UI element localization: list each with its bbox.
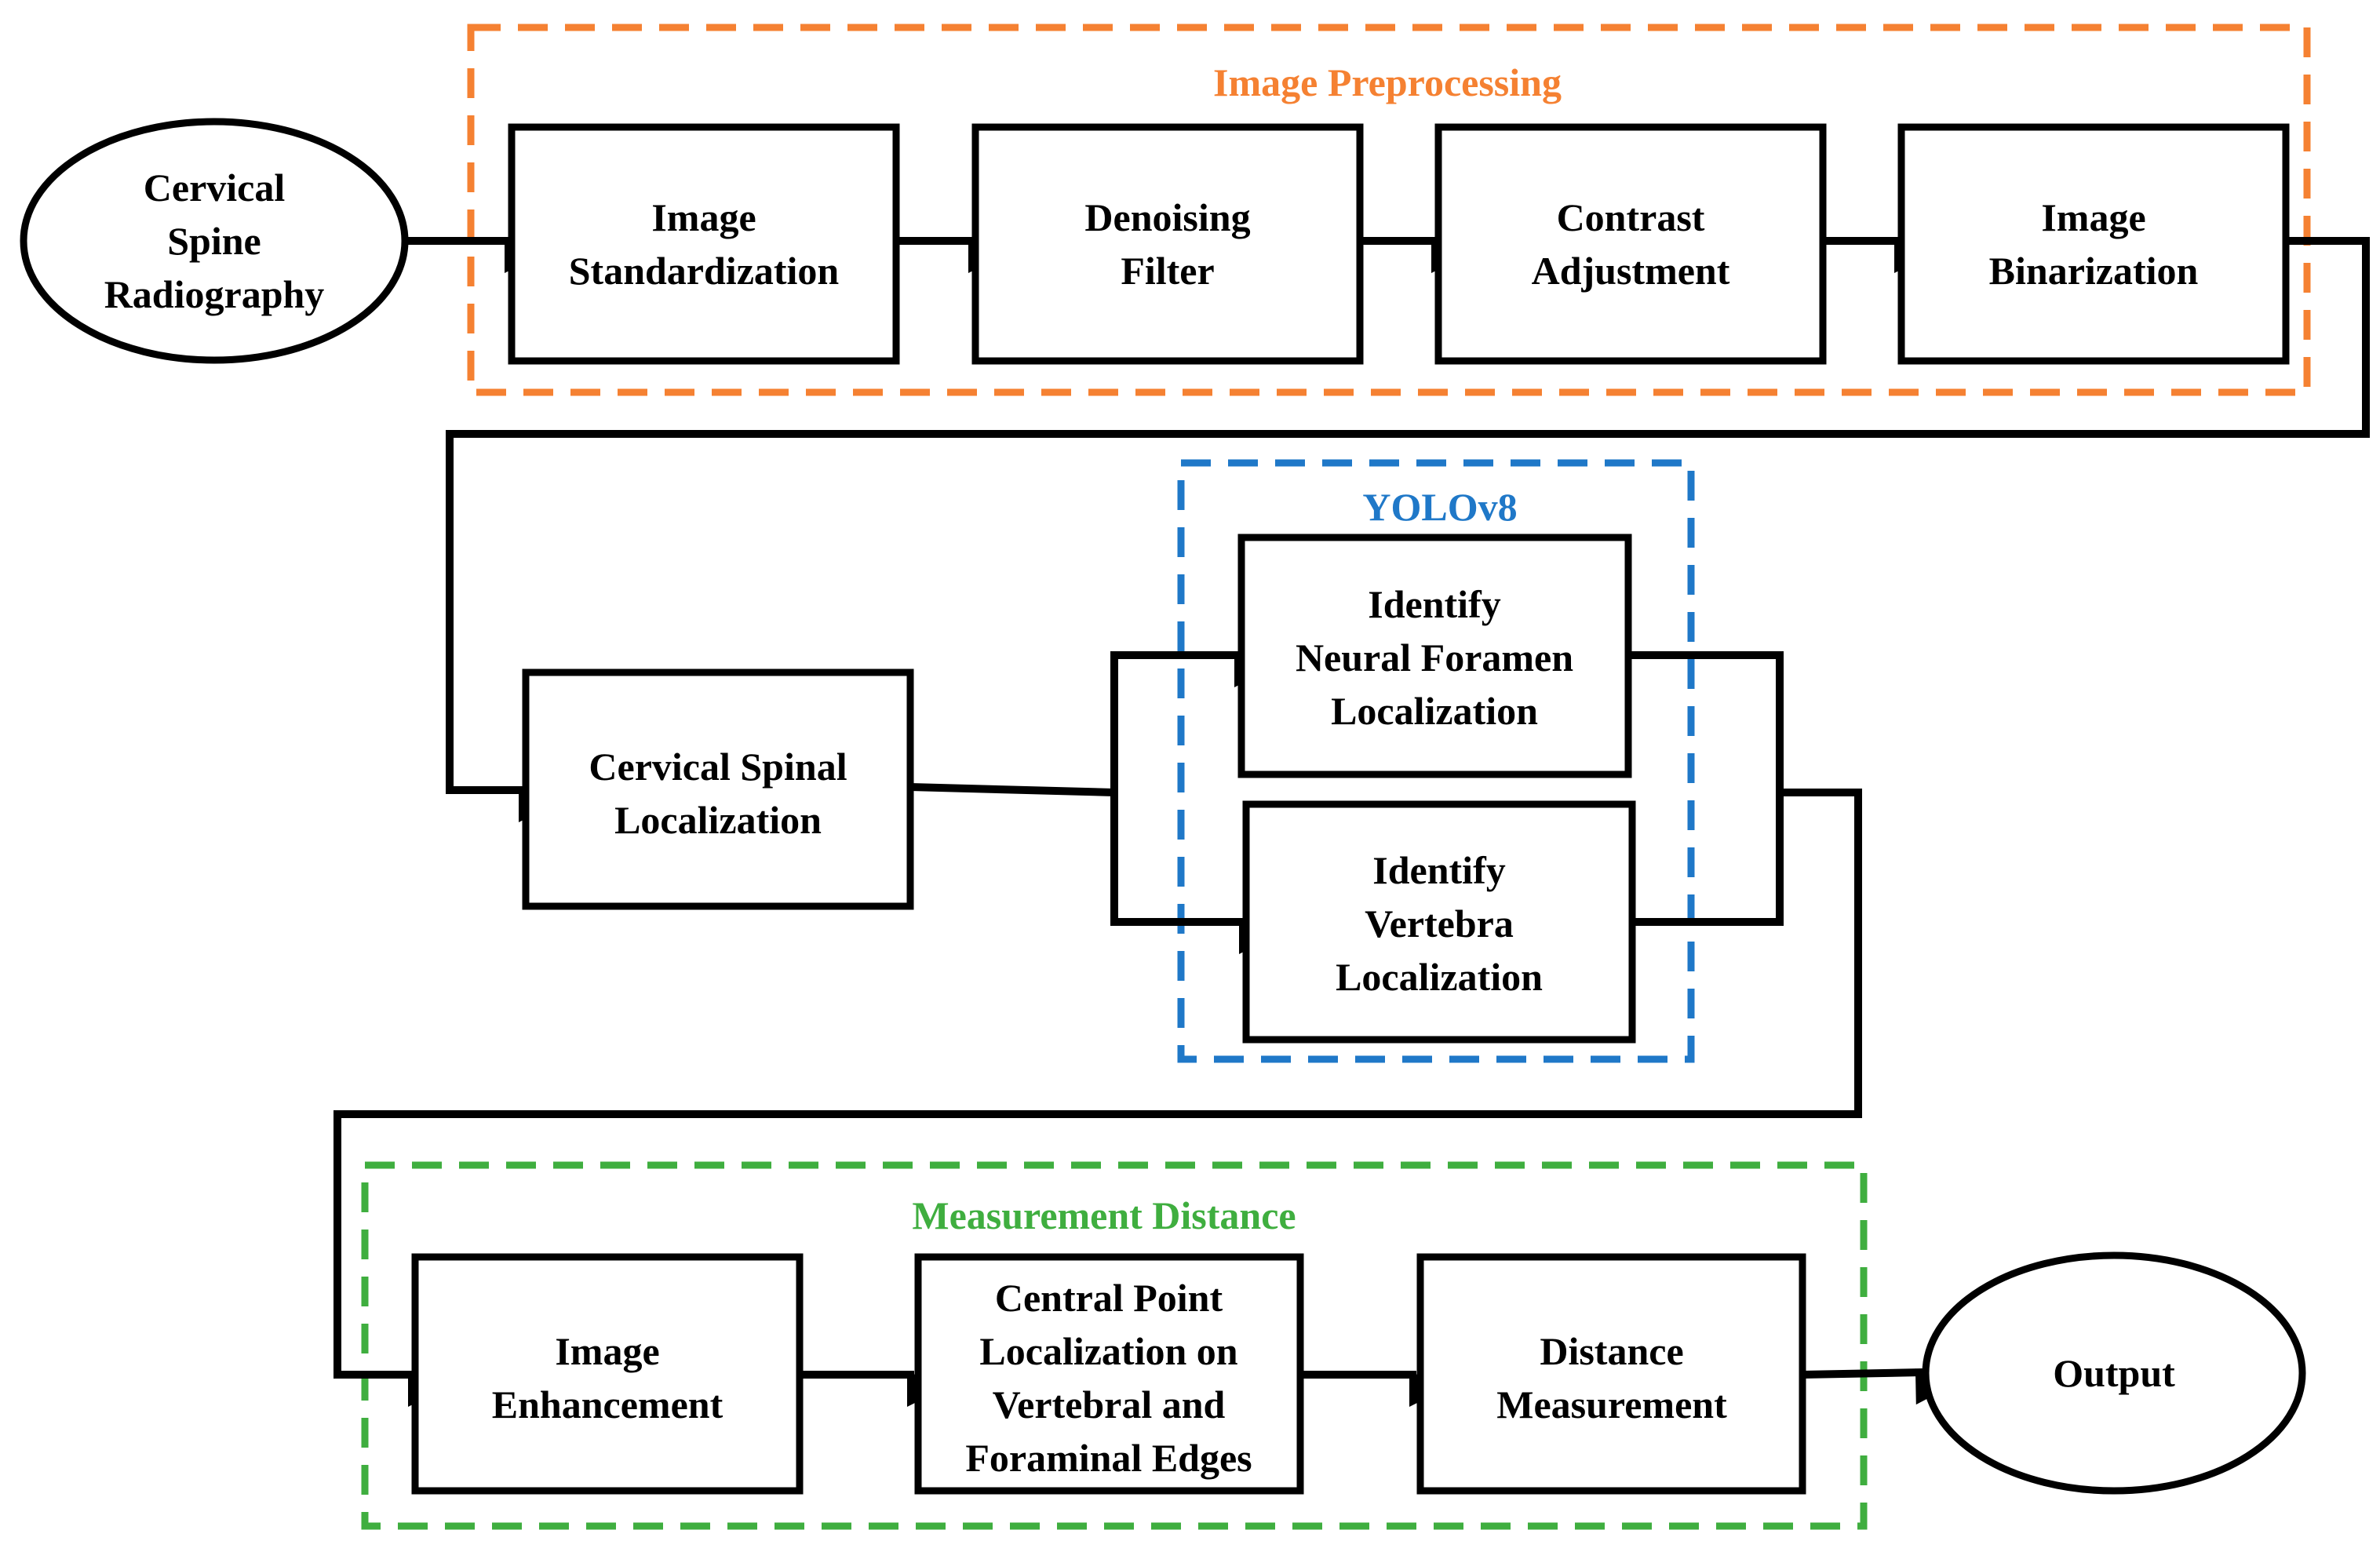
node-label-line: Measurement bbox=[1496, 1383, 1727, 1426]
node-label-line: Binarization bbox=[1989, 249, 2199, 293]
central-point-localization-node bbox=[914, 1253, 1304, 1495]
node-label-line: Filter bbox=[1121, 249, 1214, 293]
node-label-line: Radiography bbox=[104, 272, 325, 316]
image-preprocessing-title: Image Preprocessing bbox=[1213, 60, 1562, 104]
arrow-split-to-vertebra bbox=[1110, 792, 1275, 954]
denoising-filter-node bbox=[971, 123, 1364, 365]
arrow-distance-to-output bbox=[1802, 1368, 1952, 1405]
measurement-distance-group bbox=[361, 1161, 1868, 1530]
node-label-line: Cervical bbox=[144, 166, 286, 209]
output-node-label: Output bbox=[2053, 1351, 2175, 1395]
node-label-line: Output bbox=[2053, 1351, 2175, 1395]
connectors bbox=[333, 237, 2370, 1407]
input-node bbox=[20, 118, 409, 364]
image-binarization-node bbox=[1897, 123, 2290, 365]
node-label-line: Localization bbox=[1331, 689, 1538, 733]
node-label-line: Distance bbox=[1540, 1329, 1683, 1373]
node-label-line: Vertebra bbox=[1365, 902, 1514, 945]
distance-measurement-node bbox=[1416, 1253, 1806, 1495]
image-preprocessing-group bbox=[467, 24, 2311, 396]
node-label-line: Localization bbox=[1336, 955, 1543, 999]
image-standardization-node bbox=[508, 123, 900, 365]
cervical-spinal-localization-node bbox=[522, 668, 914, 910]
yolov8-group bbox=[1177, 459, 1695, 1063]
vertebra-localization-node bbox=[1242, 800, 1636, 1044]
measurement-distance-title: Measurement Distance bbox=[912, 1193, 1296, 1237]
node-label-line: Vertebral and bbox=[993, 1383, 1226, 1426]
node-label-line: Neural Foramen bbox=[1296, 636, 1573, 679]
node-label-line: Foraminal Edges bbox=[965, 1436, 1252, 1480]
node-label-line: Adjustment bbox=[1532, 249, 1730, 293]
arrow-merge-to-image-enhancement bbox=[333, 789, 1862, 1407]
node-label-line: Localization bbox=[614, 798, 822, 842]
arrow-split-to-neural-foramen bbox=[1110, 651, 1270, 792]
arrow-binarization-to-spinal-localization bbox=[446, 237, 2370, 822]
yolov8-title: YOLOv8 bbox=[1362, 485, 1517, 529]
contrast-adjustment-node bbox=[1434, 123, 1827, 365]
node-label-line: Central Point bbox=[995, 1276, 1223, 1320]
node-label-line: Identify bbox=[1372, 848, 1505, 892]
line-spinal-to-split bbox=[909, 783, 1115, 796]
node-label-line: Contrast bbox=[1557, 195, 1705, 239]
node-label-line: Image bbox=[2041, 195, 2145, 239]
node-label-line: Enhancement bbox=[492, 1383, 723, 1426]
node-label-line: Image bbox=[651, 195, 756, 239]
node-label-line: Spine bbox=[167, 219, 261, 263]
output-node bbox=[1922, 1251, 2306, 1495]
node-label-line: Localization on bbox=[979, 1329, 1237, 1373]
image-enhancement-node bbox=[411, 1253, 804, 1495]
node-label-line: Identify bbox=[1368, 582, 1500, 626]
line-neural-foramen-to-merge bbox=[1628, 651, 1784, 926]
neural-foramen-localization-node bbox=[1237, 534, 1632, 778]
node-label-line: Standardization bbox=[569, 249, 840, 293]
node-label-line: Cervical Spinal bbox=[589, 745, 847, 789]
node-label-line: Image bbox=[555, 1329, 659, 1373]
node-label-line: Denoising bbox=[1084, 195, 1250, 239]
